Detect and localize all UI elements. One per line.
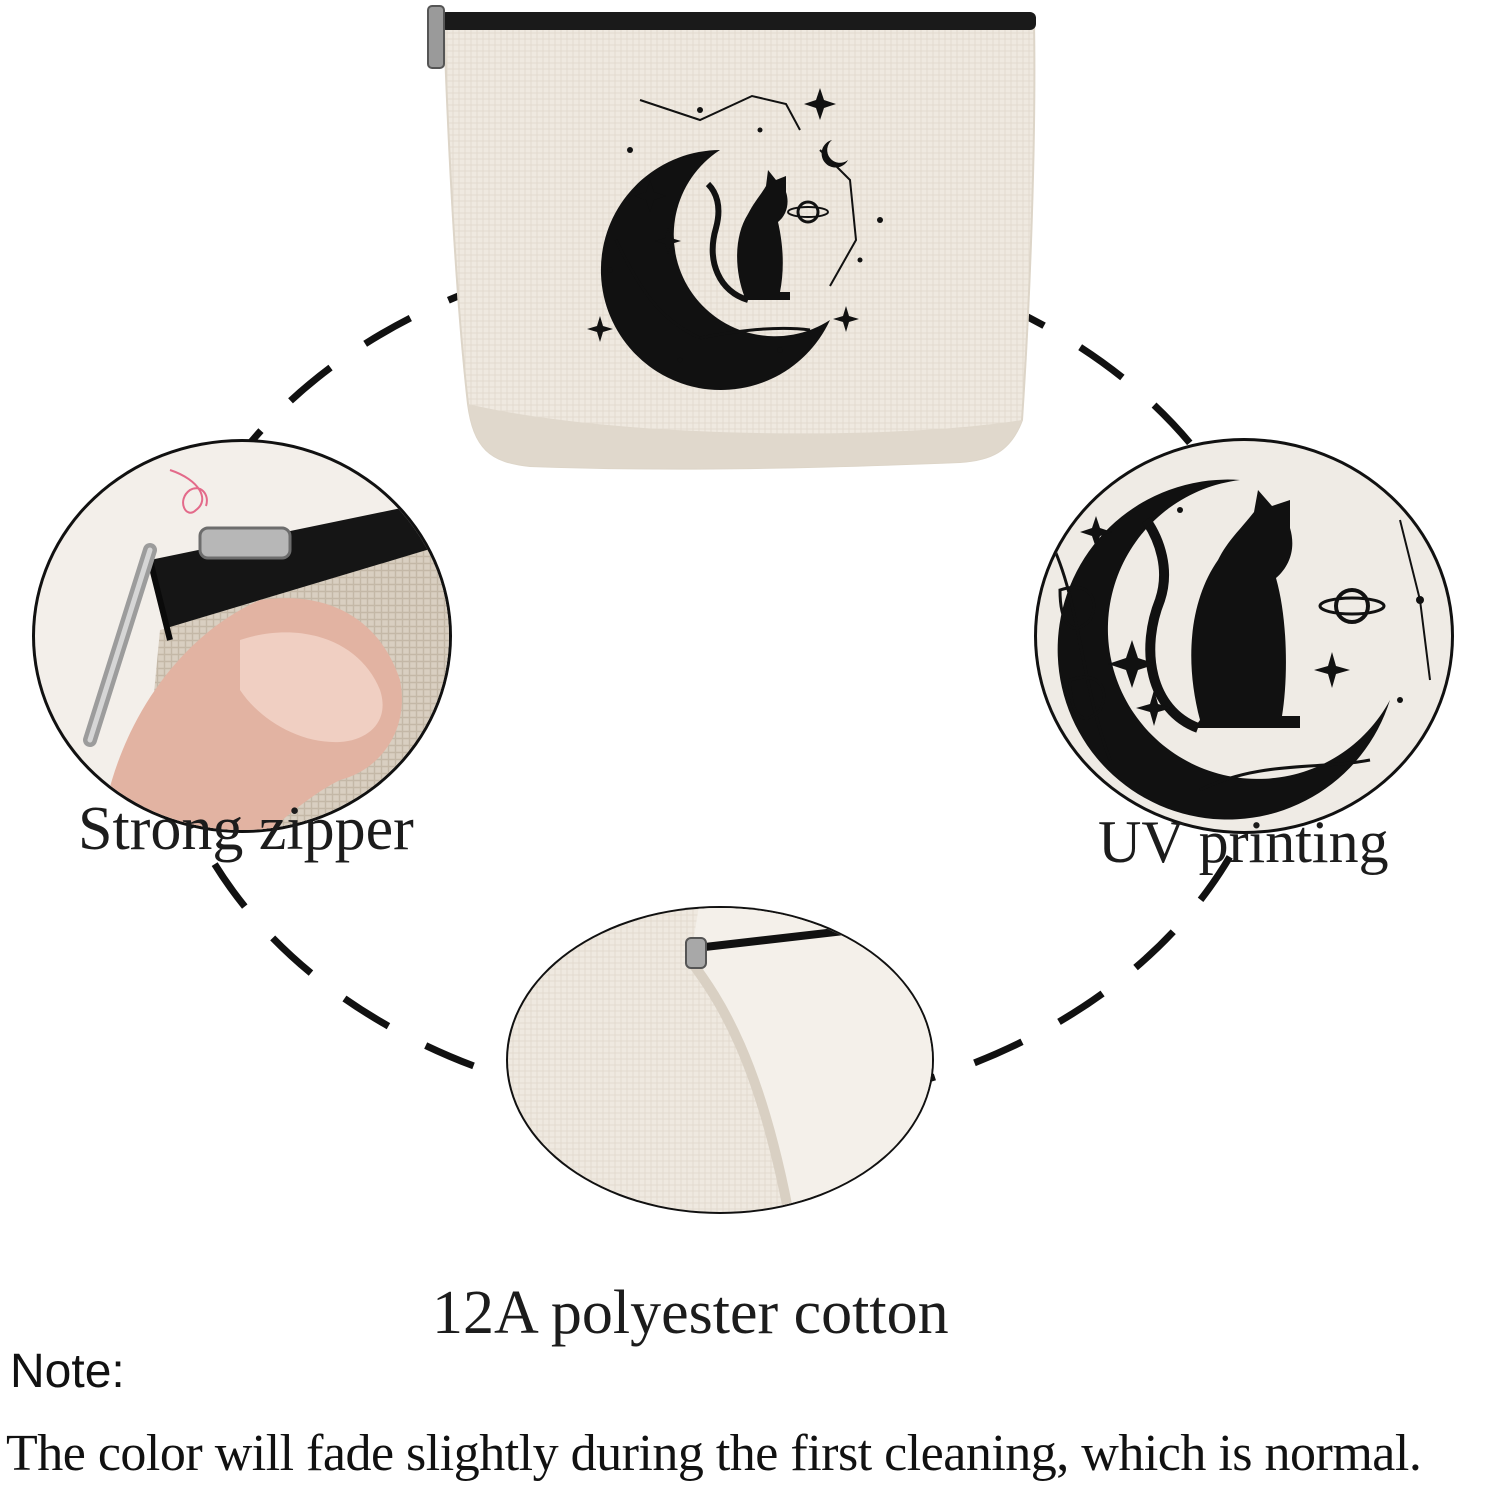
bag-image: [427, 5, 1036, 470]
note-text: The color will fade slightly during the …: [6, 1425, 1422, 1482]
zipper-closeup-image: [32, 439, 452, 833]
fabric-closeup-image: [506, 906, 934, 1214]
fabric-caption: 12A polyester cotton: [432, 1279, 949, 1347]
uv-printing-caption: UV printing: [1098, 809, 1389, 875]
cat-moon-print: [587, 88, 883, 390]
uv-print-closeup-image: [1034, 438, 1454, 834]
bag-zipper: [440, 12, 1036, 30]
note-title: Note:: [10, 1345, 125, 1398]
strong-zipper-caption: Strong zipper: [78, 795, 414, 863]
bag-zipper-pull: [427, 5, 445, 69]
